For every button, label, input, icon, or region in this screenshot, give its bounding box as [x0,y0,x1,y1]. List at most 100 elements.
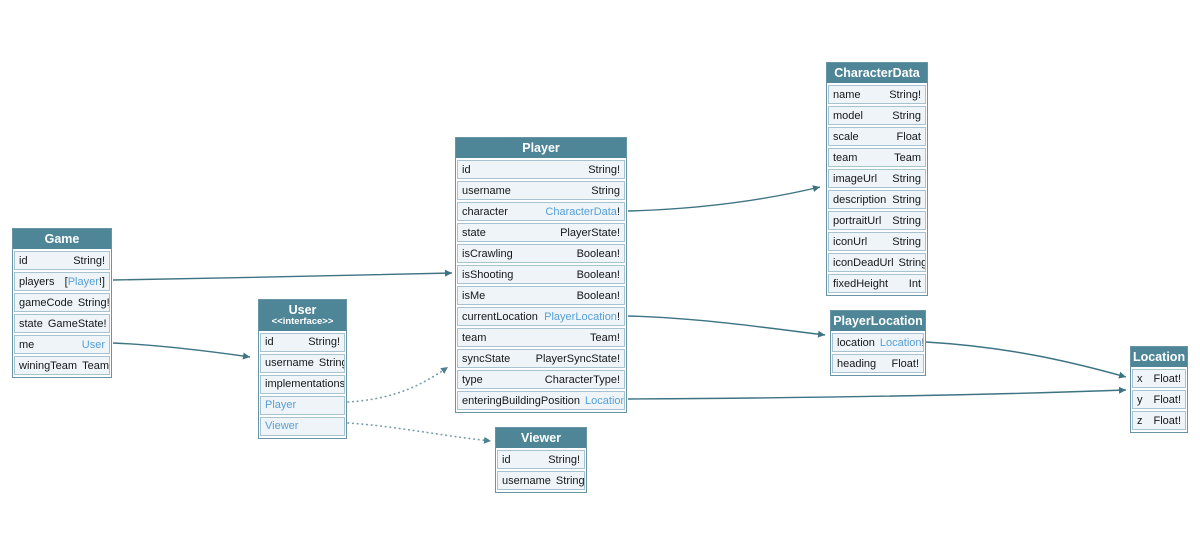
field-type: PlayerState! [560,227,620,239]
field-name: x [1137,372,1143,385]
table-subtitle: <<interface>> [271,316,334,327]
edge-player-currentlocation-playerlocation [627,315,826,338]
field-type: String! [77,296,110,309]
field-type: String! [889,89,921,101]
field-type: PlayerSyncState! [536,353,620,365]
type-text: Float [896,130,921,143]
implementation-link[interactable]: Viewer [265,420,299,433]
field-type: String [591,185,620,197]
table-playerlocation[interactable]: PlayerLocationlocationLocation!headingFl… [830,310,926,376]
type-link[interactable]: User [81,338,105,351]
field-name: description [833,193,887,206]
field-name: implementations [265,378,345,391]
field-type: CharacterType! [545,374,620,386]
table-viewer-header[interactable]: Viewer [496,428,586,448]
user-row-Viewer[interactable]: Viewer [260,416,345,436]
type-text: Int [908,277,921,290]
field-type: String [892,110,921,122]
table-playerlocation-header[interactable]: PlayerLocation [831,311,925,331]
field-name: model [833,109,863,122]
field-type: Team [82,360,109,372]
field-type: Float! [891,358,919,370]
field-type: String [892,215,921,227]
field-name: location [837,336,875,349]
table-title: Player [522,141,560,155]
field-type: Team [894,152,921,164]
field-name: id [265,336,274,349]
type-text: String [555,474,585,487]
type-text: Team [894,151,921,164]
field-type: String [555,474,585,487]
field-name: username [265,357,314,370]
field-name: iconUrl [833,235,868,248]
field-type: Float! [1153,415,1181,427]
field-type: String [892,236,921,248]
field-name: y [1137,393,1143,406]
field-type: Team! [590,332,620,344]
field-name: me [19,338,35,351]
type-link[interactable]: Location [585,394,625,407]
user-row-Player[interactable]: Player [260,395,345,415]
table-location-header[interactable]: Location [1131,347,1187,367]
field-type: Location [585,394,625,407]
table-characterdata-header[interactable]: CharacterData [827,63,927,83]
table-title: Location [1133,350,1186,364]
edge-player-character-characterdata [627,185,821,212]
table-user-header[interactable]: User<<interface>> [259,300,346,331]
type-link[interactable]: Player [67,275,99,288]
field-name: id [19,254,28,267]
field-type: String! [588,164,620,176]
type-text: String! [588,163,620,176]
type-text: Boolean! [576,289,620,302]
field-name: currentLocation [462,310,538,323]
type-link[interactable]: CharacterData [545,205,617,218]
type-link[interactable]: Location [879,336,922,349]
implementation-link[interactable]: Player [265,399,297,412]
game-row-state: state GameState! [14,314,110,333]
type-text: String [898,256,926,269]
field-type: String [319,357,344,369]
field-name: state [19,317,43,330]
table-game-header[interactable]: Game [13,229,111,249]
user-row-implementations: implementations [260,374,345,394]
type-text: Boolean! [576,268,620,281]
type-text: Team! [590,331,620,344]
table-title: CharacterData [834,66,920,80]
field-type: Boolean! [577,269,620,281]
type-text: String! [77,296,110,309]
field-type: GameState! [48,318,107,330]
table-title: Viewer [520,431,562,445]
type-text: Float! [891,357,919,370]
player-row-state: state PlayerState! [457,223,625,242]
type-text: PlayerSyncState! [535,352,620,365]
type-link[interactable]: PlayerLocation [544,310,617,323]
table-player-header[interactable]: Player [456,138,626,158]
table-title: PlayerLocation [833,314,923,328]
field-name: state [462,226,486,239]
playerlocation-row-heading: heading Float! [832,354,924,373]
field-name: heading [837,357,877,370]
field-name: isShooting [462,268,514,281]
type-text: String [892,109,921,122]
